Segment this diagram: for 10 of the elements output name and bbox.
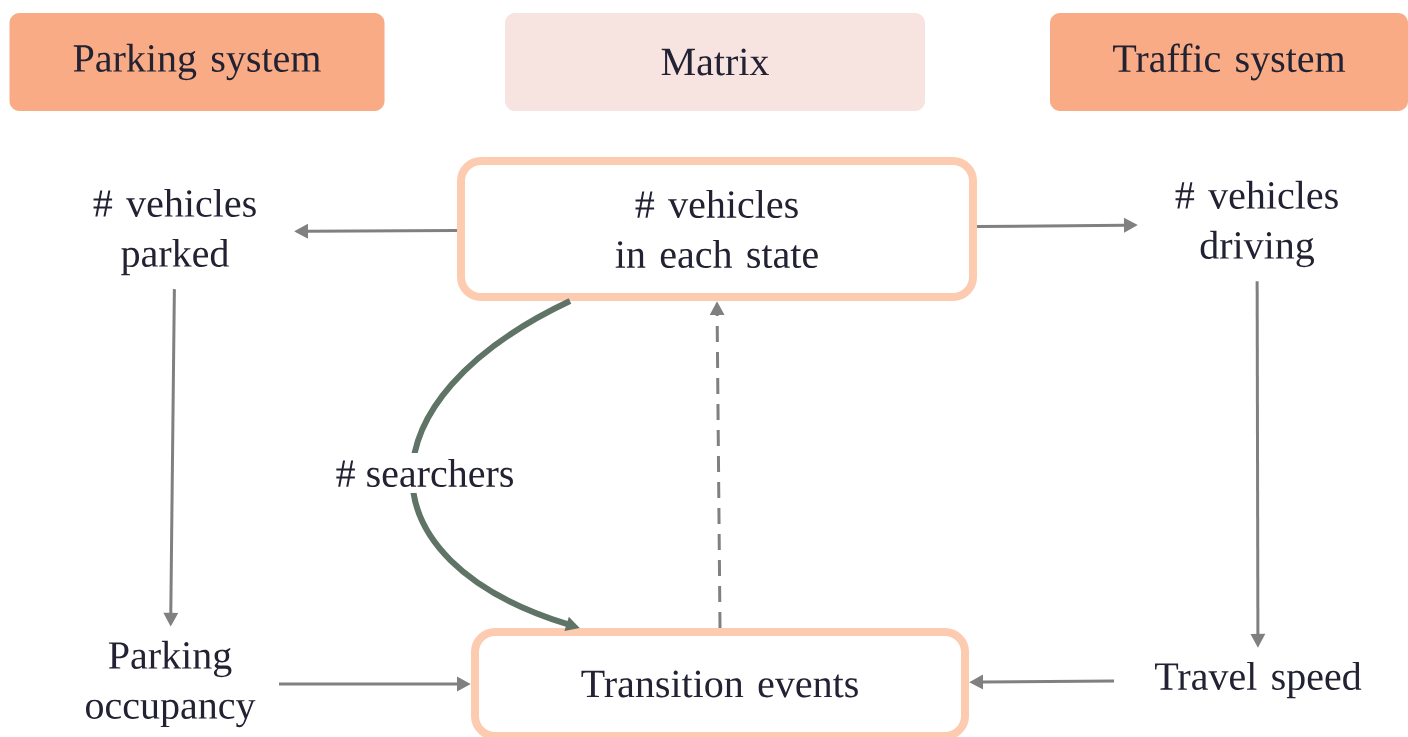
text-label: # vehicles parked — [93, 188, 256, 276]
header-box: Parking system — [9, 13, 385, 111]
text-label: Parking occupancy — [86, 640, 256, 728]
text-label: # vehicles driving — [1175, 180, 1338, 268]
header-box: Matrix — [505, 13, 925, 111]
text-label: Travel speed — [1155, 661, 1362, 699]
edge-label: # searchers — [329, 452, 521, 494]
header-box: Traffic system — [1050, 13, 1408, 111]
process-box: Transition events — [471, 628, 969, 737]
process-box: # vehicles in each state — [457, 157, 977, 301]
